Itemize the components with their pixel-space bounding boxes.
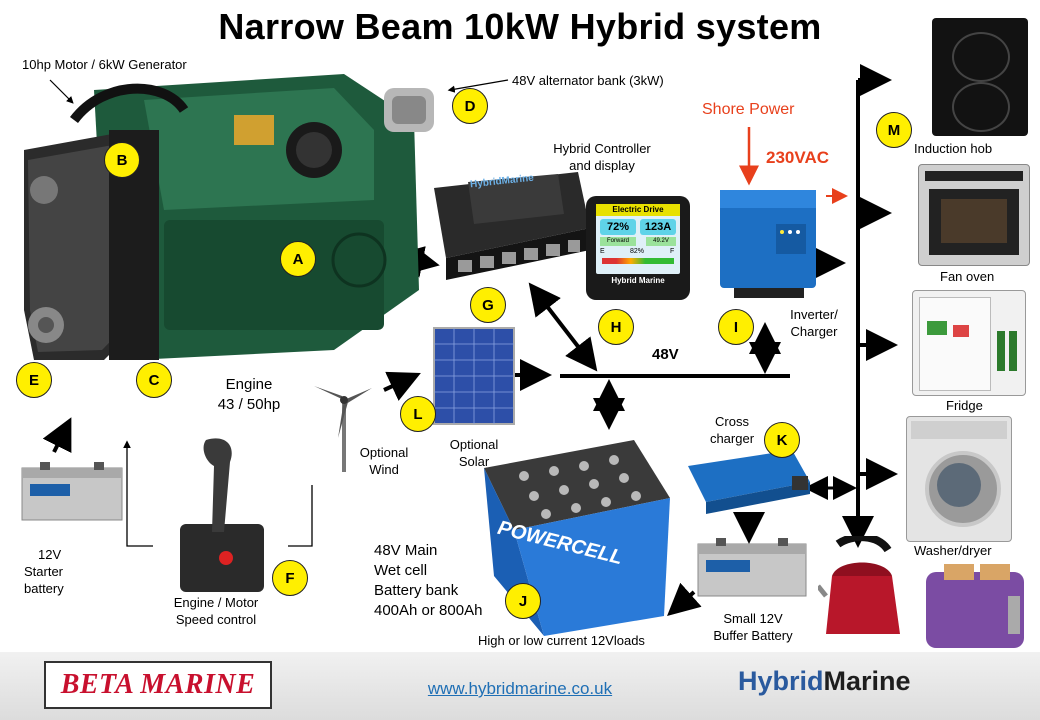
hybrid-marine-logo-part2: Marine [823,666,911,696]
badge-e: E [16,362,52,398]
hybrid-display: Electric Drive 72% 123A Forward 49.2V E … [586,196,690,300]
bus-48v-label: 48V [652,346,679,363]
solar-label: Optional Solar [434,436,514,470]
hybrid-marine-logo-part1: Hybrid [738,666,824,696]
controller-label-line1: Hybrid Controller [553,141,651,156]
display-right-value: 123A [640,219,676,235]
washer-label: Washer/dryer [914,543,992,558]
washer-dryer-image [906,416,1012,542]
inverter-charger-image [720,190,816,298]
badge-h: H [598,309,634,345]
speed-control-lever-image [180,438,264,592]
speed-control-label-line2: Speed control [175,612,257,627]
engine-image [24,74,434,360]
badge-c: C [136,362,172,398]
starter-battery-label-line2: Starter [24,564,64,579]
badge-f: F [272,560,308,596]
controller-label-line2: and display [569,158,635,173]
inverter-label: Inverter/ Charger [774,306,854,340]
display-mode: Forward [600,237,636,246]
engine-label: Engine 43 / 50hp [194,375,304,415]
buffer-battery-label-line2: Buffer Battery [713,628,793,643]
gauge-pct: 82% [630,248,645,255]
buffer-battery-label-line1: Small 12V [723,611,783,626]
wind-label: Optional Wind [344,444,424,478]
starter-battery-label-line3: battery [24,581,64,596]
speed-control-label-line1: Engine / Motor [173,595,259,610]
engine-label-line1: Engine [225,376,273,393]
motor-generator-label: 10hp Motor / 6kW Generator [22,57,187,72]
solar-label-line2: Solar [458,454,490,469]
badge-g: G [470,287,506,323]
solar-panel-image [433,327,515,425]
beta-marine-logo: BETA MARINE [44,661,272,709]
controller-label: Hybrid Controller and display [532,140,672,174]
fridge-label: Fridge [946,398,983,413]
main-battery-label-line2: Wet cell [374,562,428,579]
gauge-f: F [670,248,675,255]
buffer-battery-image [697,538,807,597]
fan-oven-image [918,164,1030,266]
hybrid-marine-logo: HybridMarine [738,666,911,697]
badge-a: A [280,241,316,277]
gauge-bar [602,258,674,264]
wind-turbine-image [314,386,372,472]
inverter-label-line1: Inverter/ [790,307,838,322]
display-header: Electric Drive [596,204,680,216]
website-link[interactable]: www.hybridmarine.co.uk [427,679,613,698]
main-battery-label-line1: 48V Main [374,542,438,559]
wind-label-line1: Optional [359,445,409,460]
display-screen: Electric Drive 72% 123A Forward 49.2V E … [594,202,682,276]
kettle-image [818,536,900,634]
badge-d: D [452,88,488,124]
display-volts: 49.2V [646,237,676,246]
main-battery-label-line3: Battery bank [374,582,459,599]
starter-battery-label-line1: 12V [38,547,62,562]
cross-charger-label-line1: Cross [715,414,749,429]
starter-battery-image [21,462,123,521]
page-title: Narrow Beam 10kW Hybrid system [218,6,822,47]
alternator-label: 48V alternator bank (3kW) [512,73,664,88]
fan-oven-label: Fan oven [940,269,995,284]
badge-j: J [505,583,541,619]
speed-control-label: Engine / Motor Speed control [156,594,276,628]
engine-label-line2: 43 / 50hp [217,396,281,413]
main-battery-label: 48V Main Wet cell Battery bank 400Ah or … [374,541,482,621]
shore-power-label: Shore Power [702,101,795,118]
cross-charger-label: Cross charger [694,413,770,447]
induction-hob-image [932,18,1028,136]
display-left-value: 72% [600,219,636,235]
toaster-image [926,564,1024,648]
battery-bank-image [484,440,670,636]
badge-b: B [104,142,140,178]
gauge-e: E [600,248,605,255]
inverter-label-line2: Charger [790,324,838,339]
induction-hob-label: Induction hob [914,141,993,156]
wind-label-line2: Wind [369,462,399,477]
buffer-battery-label: Small 12V Buffer Battery [698,610,808,644]
badge-i: I [718,309,754,345]
display-footer: Hybrid Marine [611,276,665,285]
cross-charger-image [688,450,810,514]
fridge-image [912,290,1026,396]
badge-m: M [876,112,912,148]
starter-battery-label: 12V Starter battery [24,546,64,597]
cross-charger-label-line2: charger [709,431,755,446]
hybrid-controller-box [434,172,590,280]
loads-label: High or low current 12Vloads [478,633,645,648]
vac-label: 230VAC [766,148,829,167]
main-battery-label-line4: 400Ah or 800Ah [374,602,483,619]
badge-l: L [400,396,436,432]
solar-label-line1: Optional [449,437,499,452]
badge-k: K [764,422,800,458]
